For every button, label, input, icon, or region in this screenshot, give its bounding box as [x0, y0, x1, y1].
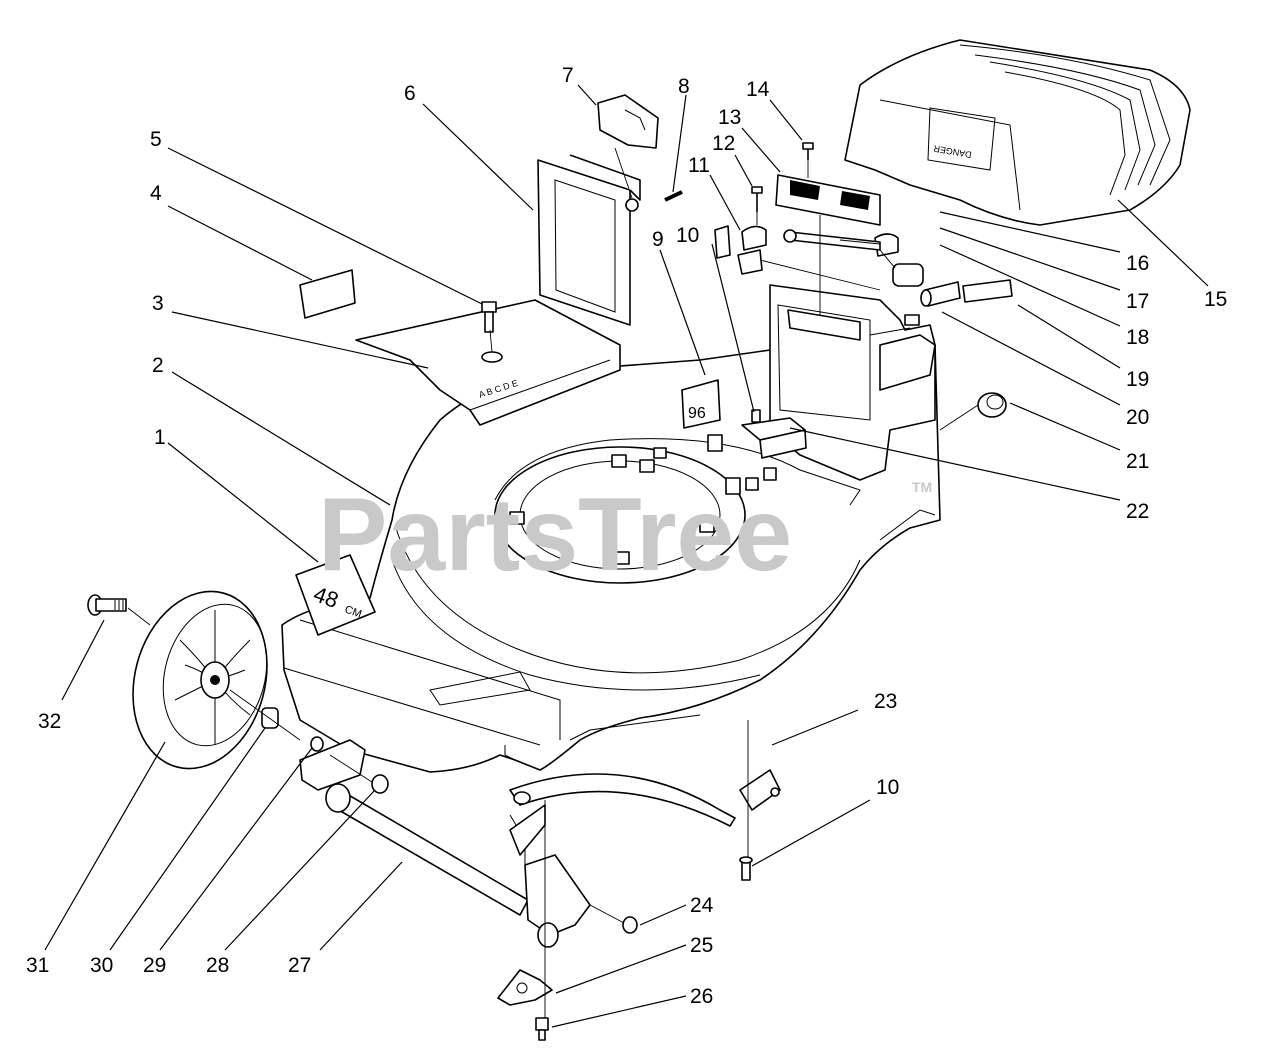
callout-9: 9	[652, 228, 664, 251]
decal-96-text: 96	[688, 405, 706, 422]
chute-pin	[664, 190, 683, 202]
callout-18: 18	[1126, 326, 1149, 349]
callout-19: 19	[1126, 368, 1149, 391]
callout-12: 12	[712, 132, 735, 155]
watermark-text: PartsTree	[318, 477, 792, 593]
callout-20: 20	[1126, 406, 1149, 429]
chute-handle	[597, 94, 659, 149]
height-lever	[509, 769, 781, 856]
callout-2: 2	[152, 354, 164, 377]
callout-26: 26	[690, 985, 713, 1008]
wheel	[132, 590, 268, 770]
callout-31: 31	[26, 954, 49, 977]
callout-7: 7	[562, 64, 574, 87]
screw-10b	[739, 856, 753, 881]
nut-28	[371, 774, 389, 794]
callout-29: 29	[143, 954, 166, 977]
callout-10a: 10	[676, 224, 699, 247]
leader-lines	[44, 84, 1209, 1028]
callout-5: 5	[150, 128, 162, 151]
deck-size-unit: CM	[343, 604, 363, 621]
callout-30: 30	[90, 954, 113, 977]
rear-grass-cover: DANGER	[844, 39, 1191, 226]
callout-1: 1	[154, 426, 166, 449]
discharge-chute	[537, 154, 641, 326]
spacer-tube	[920, 281, 961, 307]
callout-24: 24	[690, 894, 714, 917]
assembly-lines	[127, 147, 979, 1018]
hinge-rod	[783, 229, 881, 251]
nut-24	[622, 916, 638, 934]
spacer-30	[261, 707, 279, 729]
deck-bosses	[509, 434, 777, 565]
callout-13: 13	[718, 106, 741, 129]
callout-23: 23	[874, 690, 897, 713]
watermark: PartsTree TM	[318, 477, 932, 593]
watermark-tm: TM	[912, 479, 932, 495]
callout-6: 6	[404, 82, 416, 105]
callout-25: 25	[690, 934, 713, 957]
screw-14	[802, 142, 814, 160]
screw-12	[751, 186, 763, 212]
lever-plate-25	[497, 969, 553, 1006]
screw-26	[535, 1017, 549, 1041]
callout-17: 17	[1126, 290, 1149, 313]
decal-96: 96	[681, 379, 721, 429]
callout-3: 3	[152, 292, 164, 315]
callout-32: 32	[38, 710, 61, 733]
hinge-left	[714, 225, 767, 275]
callout-8: 8	[678, 75, 690, 98]
callout-11: 11	[688, 154, 710, 177]
warning-decal	[299, 269, 356, 319]
rear-decal	[962, 279, 1013, 303]
plug	[977, 392, 1007, 418]
callout-labels: 1 2 3 4 5 6 7 8 9 10 11 12 13 14 15 16 1…	[26, 64, 1227, 1008]
torsion-spring	[892, 263, 924, 287]
adjust-bolt	[481, 301, 497, 333]
callout-4: 4	[150, 182, 162, 205]
washer-29	[310, 736, 324, 752]
bracket-22	[741, 409, 807, 459]
callout-14: 14	[746, 78, 770, 101]
deck-size-label: 48 CM	[295, 554, 376, 636]
cover-plate	[775, 174, 881, 226]
callout-22: 22	[1126, 500, 1149, 523]
callout-15: 15	[1204, 288, 1227, 311]
callout-10b: 10	[876, 776, 899, 799]
deck-blade-opening	[494, 434, 861, 584]
callout-28: 28	[206, 954, 229, 977]
rear-housing	[769, 284, 936, 481]
callout-27: 27	[288, 954, 311, 977]
callout-16: 16	[1126, 252, 1149, 275]
callout-21: 21	[1126, 450, 1149, 473]
axle-bolt	[87, 594, 127, 616]
